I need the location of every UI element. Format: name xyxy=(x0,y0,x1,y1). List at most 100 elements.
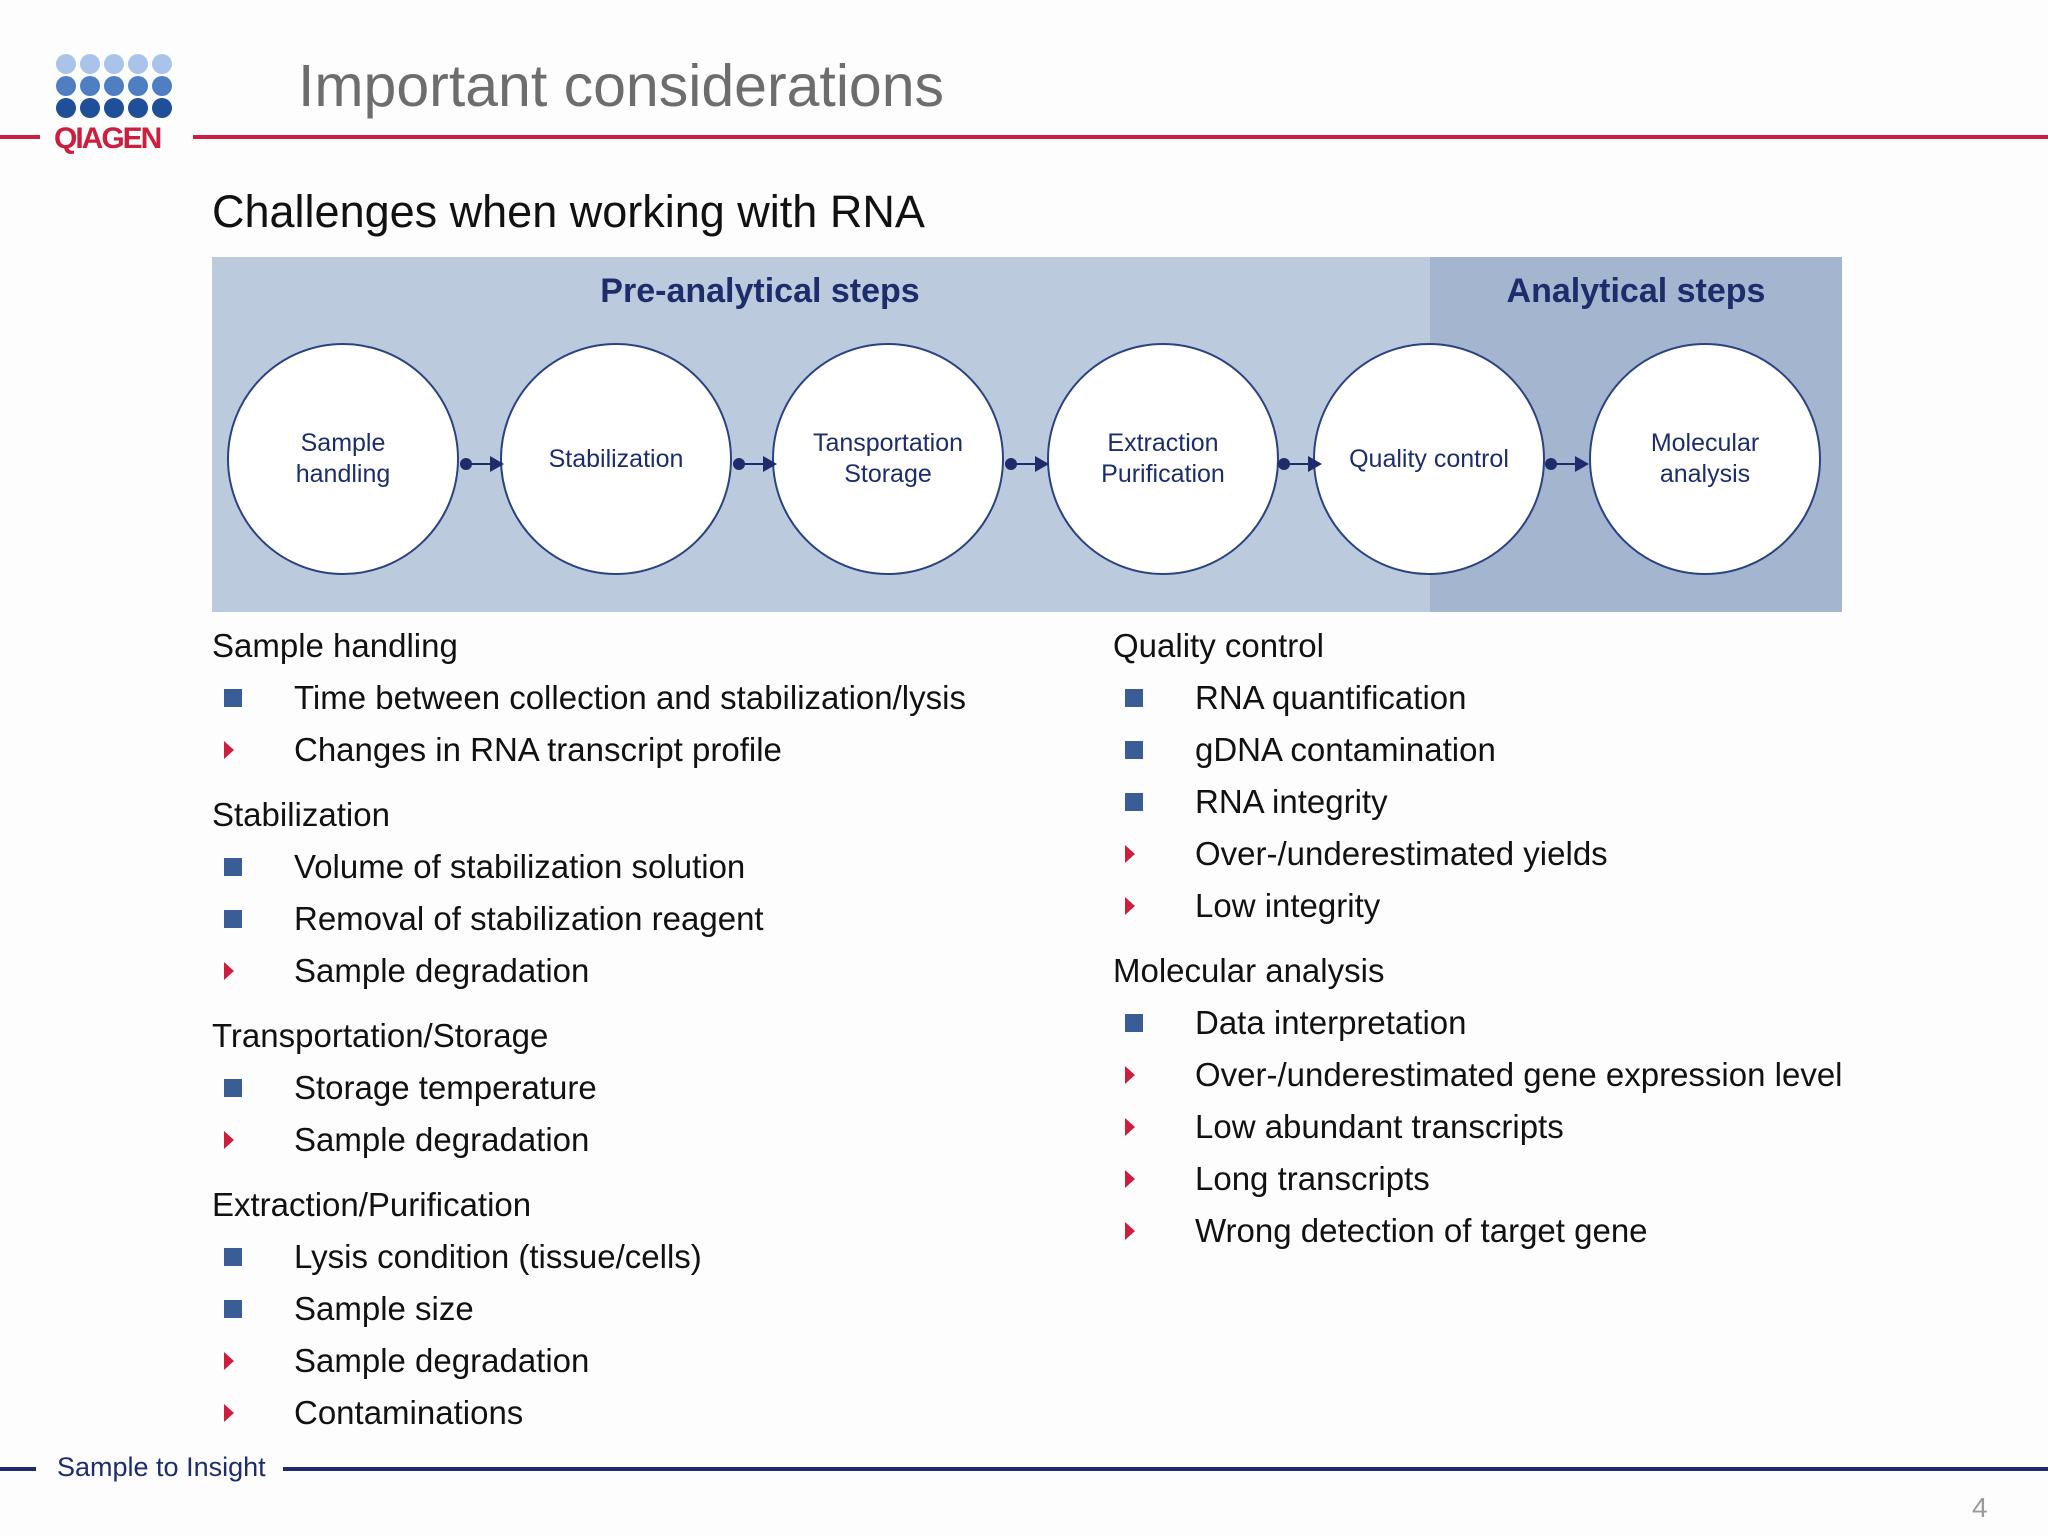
footer-tagline: Sample to Insight xyxy=(57,1452,266,1482)
arrow-bullet-icon xyxy=(224,945,234,997)
bullet-text: Wrong detection of target gene xyxy=(1195,1212,1648,1249)
logo-dot xyxy=(104,76,124,96)
bullet-item: Sample degradation xyxy=(212,1114,1092,1166)
square-bullet-icon xyxy=(224,1231,242,1283)
arrow-bullet-icon xyxy=(224,724,234,776)
arrow-bullet-icon xyxy=(1125,1205,1135,1257)
square-bullet-icon xyxy=(224,893,242,945)
flow-arrow xyxy=(1005,456,1049,472)
step-molecular-analysis: Molecular analysis xyxy=(1589,343,1821,575)
bullet-item: Low abundant transcripts xyxy=(1113,1101,2013,1153)
bullet-text: Removal of stabilization reagent xyxy=(294,900,764,937)
section-heading: Extraction/Purification xyxy=(212,1186,532,1223)
square-bullet-icon xyxy=(1125,997,1143,1049)
bullet-text: Sample degradation xyxy=(294,1342,590,1379)
logo-dot xyxy=(104,54,124,74)
section-gap xyxy=(212,997,1092,1010)
logo-dot xyxy=(152,98,172,118)
bullet-item: Data interpretation xyxy=(1113,997,2013,1049)
square-bullet-icon xyxy=(1125,776,1143,828)
page-title: Important considerations xyxy=(298,53,945,119)
logo-dot xyxy=(80,98,100,118)
header-rule xyxy=(193,135,2048,139)
section-heading: Stabilization xyxy=(212,796,390,833)
pre-analytical-label: Pre-analytical steps xyxy=(600,272,920,310)
square-bullet-icon xyxy=(224,1283,242,1335)
arrow-bullet-icon xyxy=(1125,1153,1135,1205)
header-rule-left xyxy=(0,135,40,139)
bullet-text: Data interpretation xyxy=(1195,1004,1467,1041)
bullet-text: Time between collection and stabilizatio… xyxy=(294,679,966,716)
arrow-bullet-icon xyxy=(1125,880,1135,932)
step-transportation-storage: Tansportation Storage xyxy=(772,343,1004,575)
logo-dot xyxy=(104,98,124,118)
bullet-text: RNA quantification xyxy=(1195,679,1467,716)
step-sample-handling: Sample handling xyxy=(227,343,459,575)
square-bullet-icon xyxy=(1125,724,1143,776)
logo-wordmark: QIAGEN xyxy=(54,122,162,155)
section-gap xyxy=(212,776,1092,789)
section-gap xyxy=(212,1166,1092,1179)
logo-dot xyxy=(128,98,148,118)
bullet-item: Volume of stabilization solution xyxy=(212,841,1092,893)
bullet-item: Sample size xyxy=(212,1283,1092,1335)
bullet-text: gDNA contamination xyxy=(1195,731,1496,768)
step-extraction-purification: Extraction Purification xyxy=(1047,343,1279,575)
logo-dot xyxy=(56,54,76,74)
step-quality-control: Quality control xyxy=(1313,343,1545,575)
logo-dot xyxy=(128,76,148,96)
bullet-text: Sample size xyxy=(294,1290,474,1327)
bullet-text: Contaminations xyxy=(294,1394,524,1431)
footer-rule-left xyxy=(0,1467,36,1471)
bullet-text: Volume of stabilization solution xyxy=(294,848,746,885)
bullet-item: Low integrity xyxy=(1113,880,2013,932)
page-number: 4 xyxy=(1972,1492,1988,1523)
logo-dot xyxy=(80,76,100,96)
step-stabilization: Stabilization xyxy=(500,343,732,575)
square-bullet-icon xyxy=(224,672,242,724)
section-heading: Sample handling xyxy=(212,627,458,664)
bullet-item: Over-/underestimated gene expression lev… xyxy=(1113,1049,2013,1101)
arrow-bullet-icon xyxy=(1125,1049,1135,1101)
slide-subtitle: Challenges when working with RNA xyxy=(212,186,925,237)
bullet-item: Contaminations xyxy=(212,1387,1092,1439)
bullet-item: Time between collection and stabilizatio… xyxy=(212,672,1092,724)
logo-dot xyxy=(56,98,76,118)
bullet-item: Sample degradation xyxy=(212,945,1092,997)
arrow-bullet-icon xyxy=(1125,828,1135,880)
bullet-text: Sample degradation xyxy=(294,952,590,989)
bullet-text: Lysis condition (tissue/cells) xyxy=(294,1238,702,1275)
qiagen-logo: QIAGEN xyxy=(54,54,179,155)
bullet-item: Long transcripts xyxy=(1113,1153,2013,1205)
logo-dot xyxy=(152,54,172,74)
logo-dot xyxy=(56,76,76,96)
bullet-text: Long transcripts xyxy=(1195,1160,1430,1197)
arrow-bullet-icon xyxy=(224,1114,234,1166)
arrow-bullet-icon xyxy=(1125,1101,1135,1153)
bullet-item: RNA integrity xyxy=(1113,776,2013,828)
arrow-bullet-icon xyxy=(224,1335,234,1387)
flow-arrow xyxy=(1545,456,1589,472)
square-bullet-icon xyxy=(1125,672,1143,724)
bullet-text: Low abundant transcripts xyxy=(1195,1108,1564,1145)
bullet-item: Lysis condition (tissue/cells) xyxy=(212,1231,1092,1283)
bullet-text: RNA integrity xyxy=(1195,783,1388,820)
footer-rule xyxy=(283,1467,2048,1471)
bullet-text: Storage temperature xyxy=(294,1069,597,1106)
square-bullet-icon xyxy=(224,1062,242,1114)
bullet-item: Removal of stabilization reagent xyxy=(212,893,1092,945)
bullet-text: Over-/underestimated yields xyxy=(1195,835,1608,872)
logo-dot xyxy=(128,54,148,74)
analytical-label: Analytical steps xyxy=(1506,272,1766,310)
bullet-item: RNA quantification xyxy=(1113,672,2013,724)
flow-arrow xyxy=(733,456,777,472)
bullet-item: gDNA contamination xyxy=(1113,724,2013,776)
bullet-item: Over-/underestimated yields xyxy=(1113,828,2013,880)
bullet-item: Sample degradation xyxy=(212,1335,1092,1387)
section-heading: Molecular analysis xyxy=(1113,952,1385,989)
flow-arrow xyxy=(1278,456,1322,472)
section-heading: Quality control xyxy=(1113,627,1324,664)
arrow-bullet-icon xyxy=(224,1387,234,1439)
logo-dot xyxy=(80,54,100,74)
